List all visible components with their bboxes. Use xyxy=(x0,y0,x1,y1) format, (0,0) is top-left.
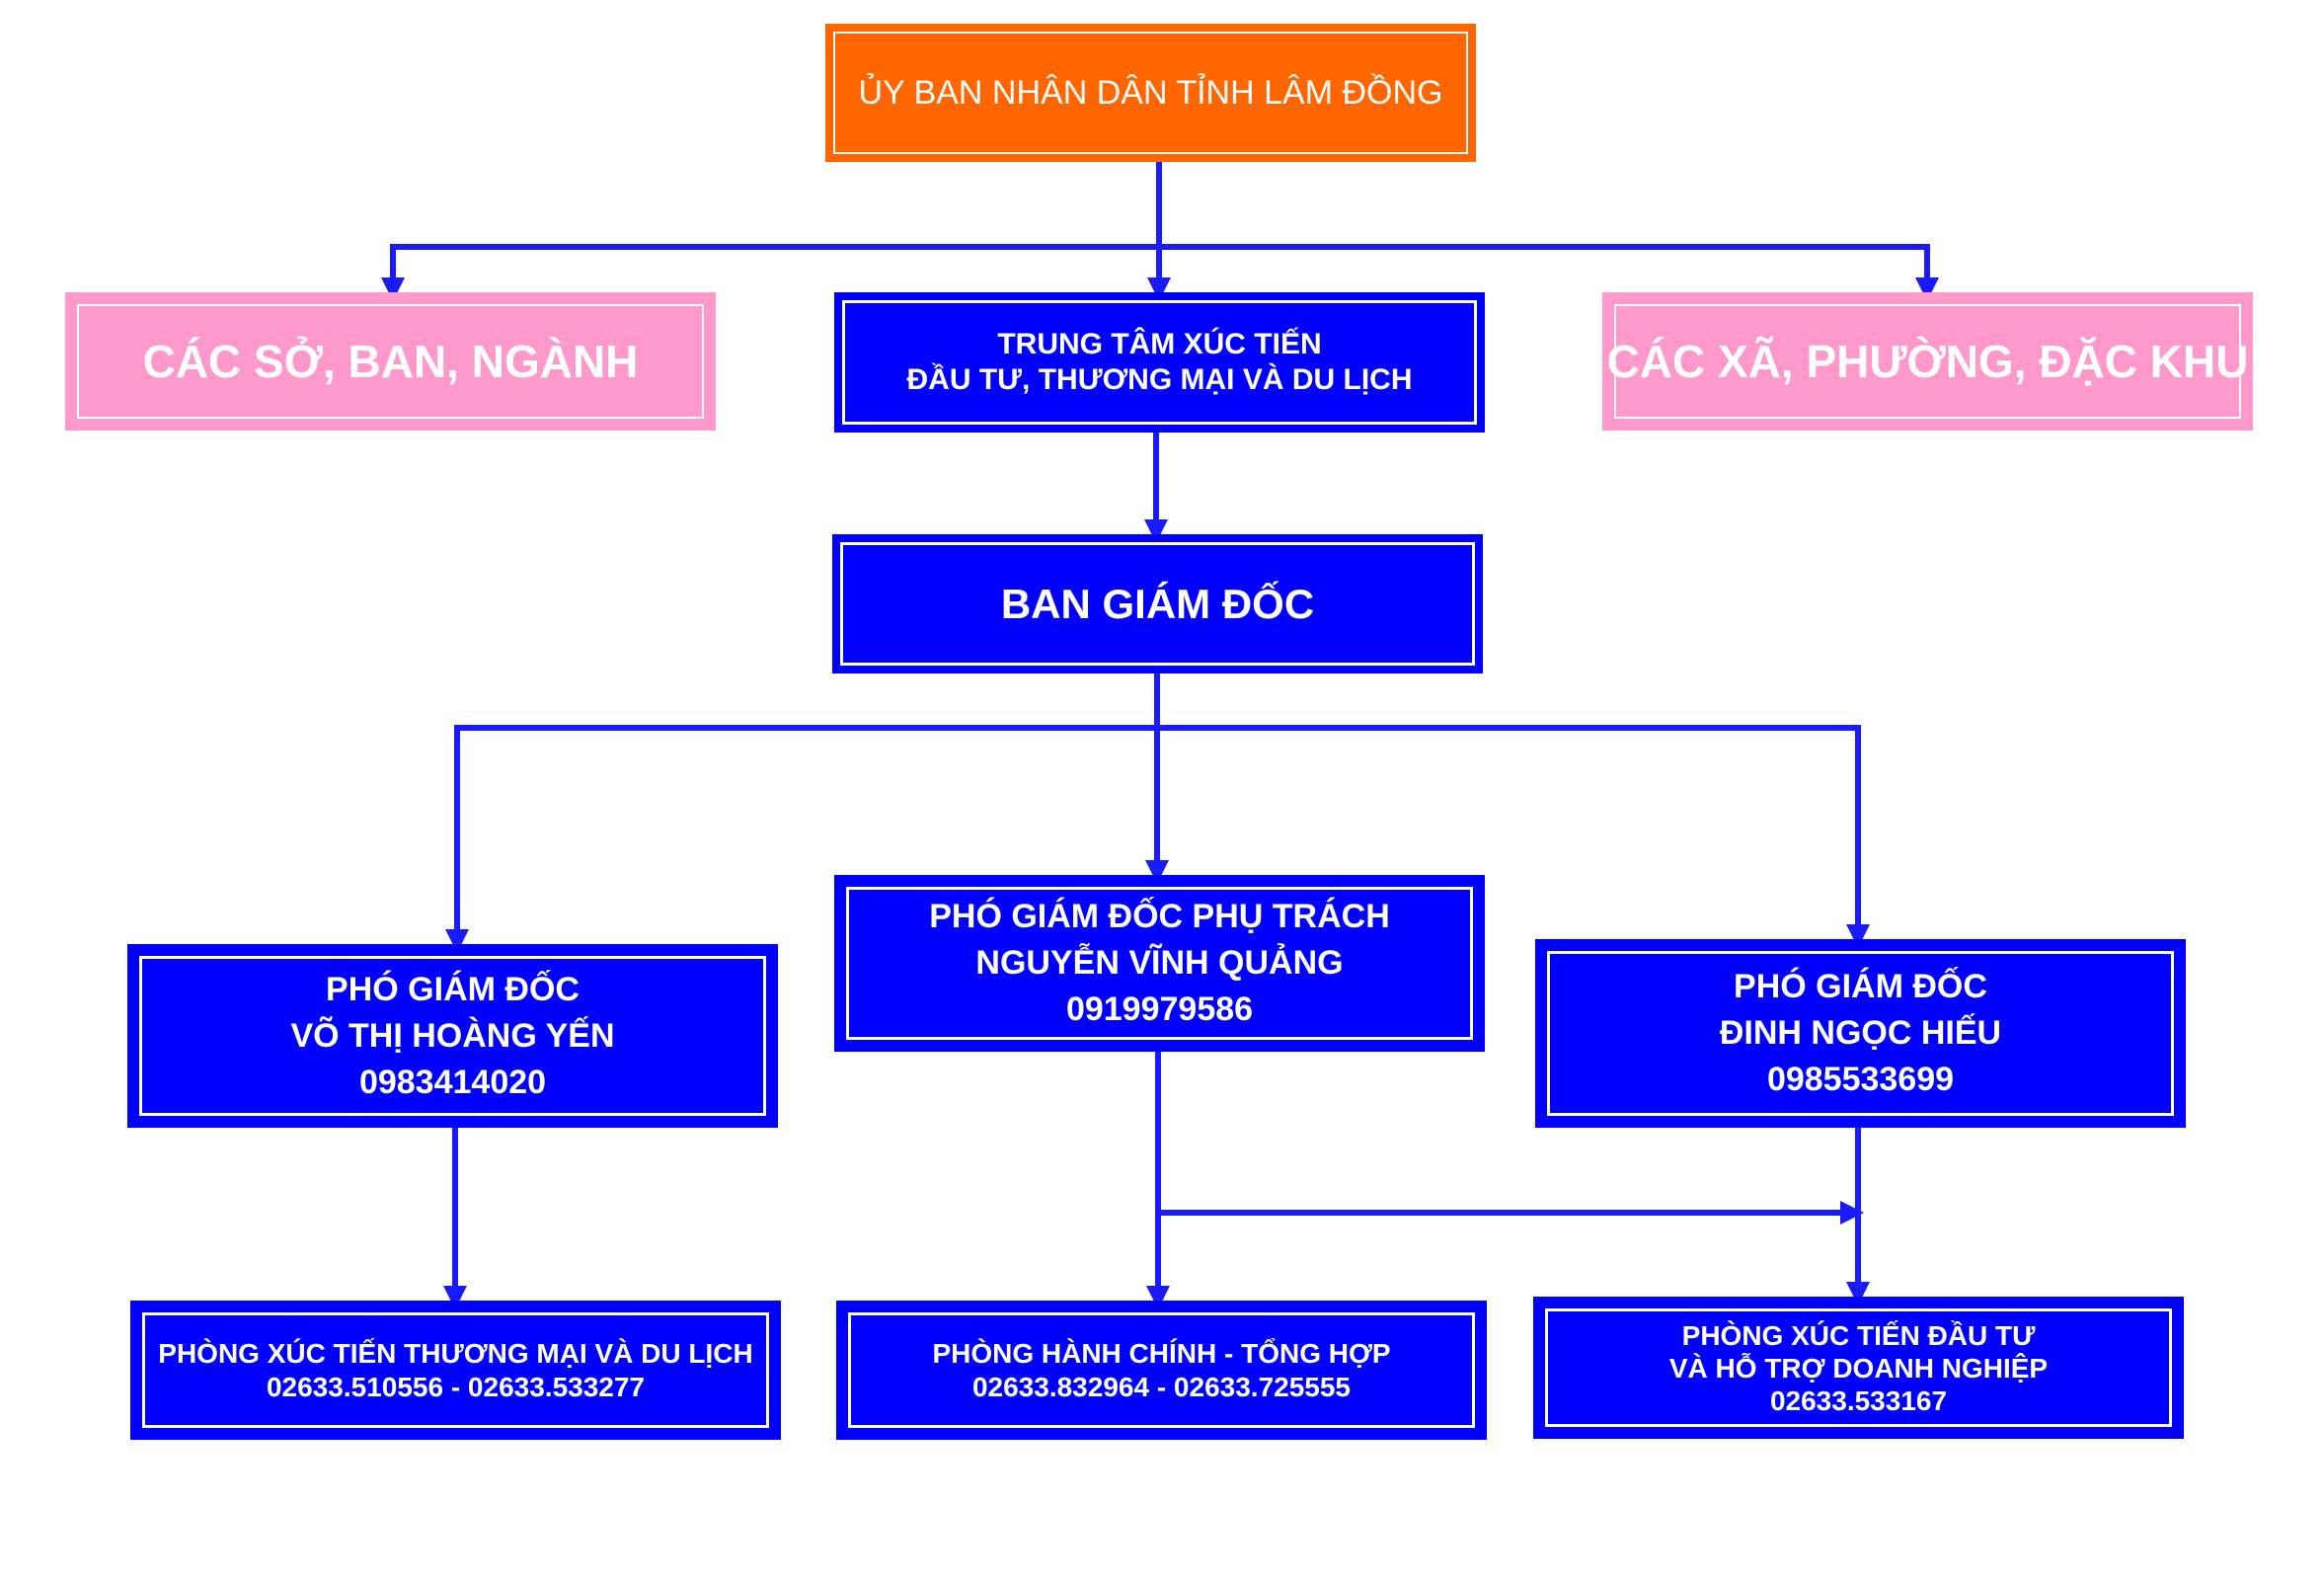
office-left-phones: 02633.510556 - 02633.533277 xyxy=(266,1371,645,1402)
office-center-name: PHÒNG HÀNH CHÍNH - TỔNG HỢP xyxy=(932,1337,1391,1369)
departments-box: CÁC SỞ, BAN, NGÀNH xyxy=(65,292,716,431)
deputy-center-box: PHÓ GIÁM ĐỐC PHỤ TRÁCH NGUYỄN VĨNH QUẢNG… xyxy=(834,875,1485,1052)
deputy-left-title: PHÓ GIÁM ĐỐC xyxy=(326,970,580,1008)
office-right-phones: 02633.533167 xyxy=(1769,1385,1948,1416)
office-right-name-line2: VÀ HỖ TRỢ DOANH NGHIỆP xyxy=(1668,1352,2049,1384)
office-center-phones: 02633.832964 - 02633.725555 xyxy=(971,1371,1351,1402)
office-center-box: PHÒNG HÀNH CHÍNH - TỔNG HỢP 02633.832964… xyxy=(836,1301,1487,1440)
board-label: BAN GIÁM ĐỐC xyxy=(1000,580,1315,627)
board-box: BAN GIÁM ĐỐC xyxy=(832,534,1483,673)
top-committee-label: ỦY BAN NHÂN DÂN TỈNH LÂM ĐỒNG xyxy=(858,73,1443,112)
center-name-line2: ĐẦU TƯ, THƯƠNG MẠI VÀ DU LỊCH xyxy=(906,363,1413,396)
communes-label: CÁC XÃ, PHƯỜNG, ĐẶC KHU xyxy=(1606,336,2249,387)
deputy-right-box: PHÓ GIÁM ĐỐC ĐINH NGỌC HIẾU 0985533699 xyxy=(1535,939,2186,1128)
center-box: TRUNG TÂM XÚC TIẾN ĐẦU TƯ, THƯƠNG MẠI VÀ… xyxy=(834,292,1485,433)
deputy-right-title: PHÓ GIÁM ĐỐC xyxy=(1734,968,1987,1005)
top-committee-box: ỦY BAN NHÂN DÂN TỈNH LÂM ĐỒNG xyxy=(825,24,1476,162)
deputy-left-phone: 0983414020 xyxy=(358,1063,547,1101)
deputy-right-phone: 0985533699 xyxy=(1766,1061,1955,1098)
deputy-center-phone: 0919979586 xyxy=(1065,990,1254,1028)
deputy-left-name: VÕ THỊ HOÀNG YẾN xyxy=(290,1016,615,1055)
deputy-center-name: NGUYỄN VĨNH QUẢNG xyxy=(975,944,1344,982)
center-name-line1: TRUNG TÂM XÚC TIẾN xyxy=(997,328,1322,360)
office-right-name-line1: PHÒNG XÚC TIẾN ĐẦU TƯ xyxy=(1681,1319,2036,1351)
office-left-name: PHÒNG XÚC TIẾN THƯƠNG MẠI VÀ DU LỊCH xyxy=(158,1337,753,1369)
deputy-left-box: PHÓ GIÁM ĐỐC VÕ THỊ HOÀNG YẾN 0983414020 xyxy=(127,944,778,1128)
office-left-box: PHÒNG XÚC TIẾN THƯƠNG MẠI VÀ DU LỊCH 026… xyxy=(130,1301,781,1440)
office-right-box: PHÒNG XÚC TIẾN ĐẦU TƯ VÀ HỖ TRỢ DOANH NG… xyxy=(1533,1297,2184,1439)
deputy-center-title: PHÓ GIÁM ĐỐC PHỤ TRÁCH xyxy=(929,898,1390,935)
deputy-right-name: ĐINH NGỌC HIẾU xyxy=(1719,1014,2002,1052)
departments-label: CÁC SỞ, BAN, NGÀNH xyxy=(142,336,639,387)
communes-box: CÁC XÃ, PHƯỜNG, ĐẶC KHU xyxy=(1602,292,2253,431)
